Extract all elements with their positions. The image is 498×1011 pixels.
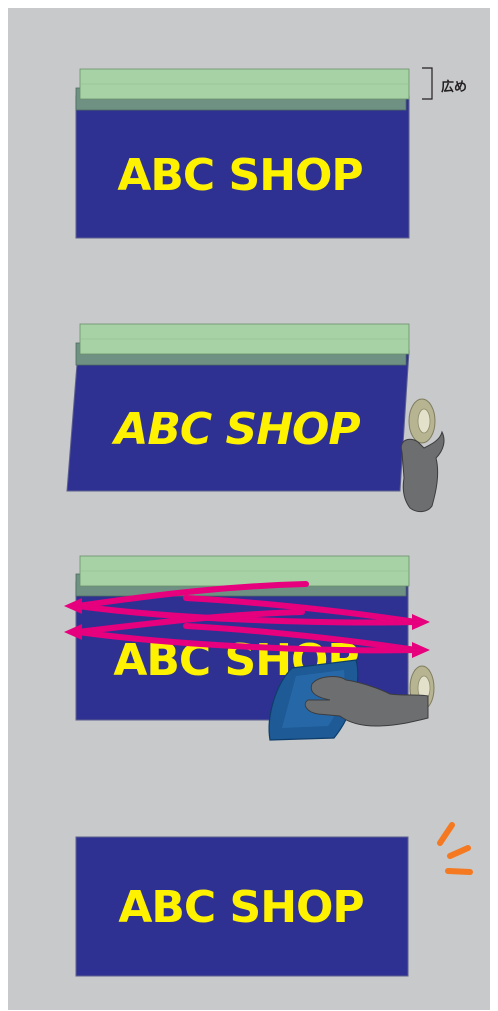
sparkle-icon: [440, 825, 470, 872]
tape-roll-icon: [409, 399, 435, 443]
step-2-group: ABC SHOP: [67, 324, 444, 512]
width-note-label: 広め: [441, 79, 467, 95]
step-2-sign-text: ABC SHOP: [111, 404, 360, 455]
step-4-sign-text: ABC SHOP: [118, 882, 363, 933]
step-1-group: ABC SHOP 広め: [76, 68, 467, 238]
width-bracket-icon: [422, 68, 432, 99]
step-3-group: ABC SHOP: [64, 556, 434, 740]
step-1-sign-text: ABC SHOP: [117, 150, 362, 201]
step-2-hand-icon: [401, 432, 444, 512]
step-4-group: ABC SHOP: [76, 825, 470, 976]
